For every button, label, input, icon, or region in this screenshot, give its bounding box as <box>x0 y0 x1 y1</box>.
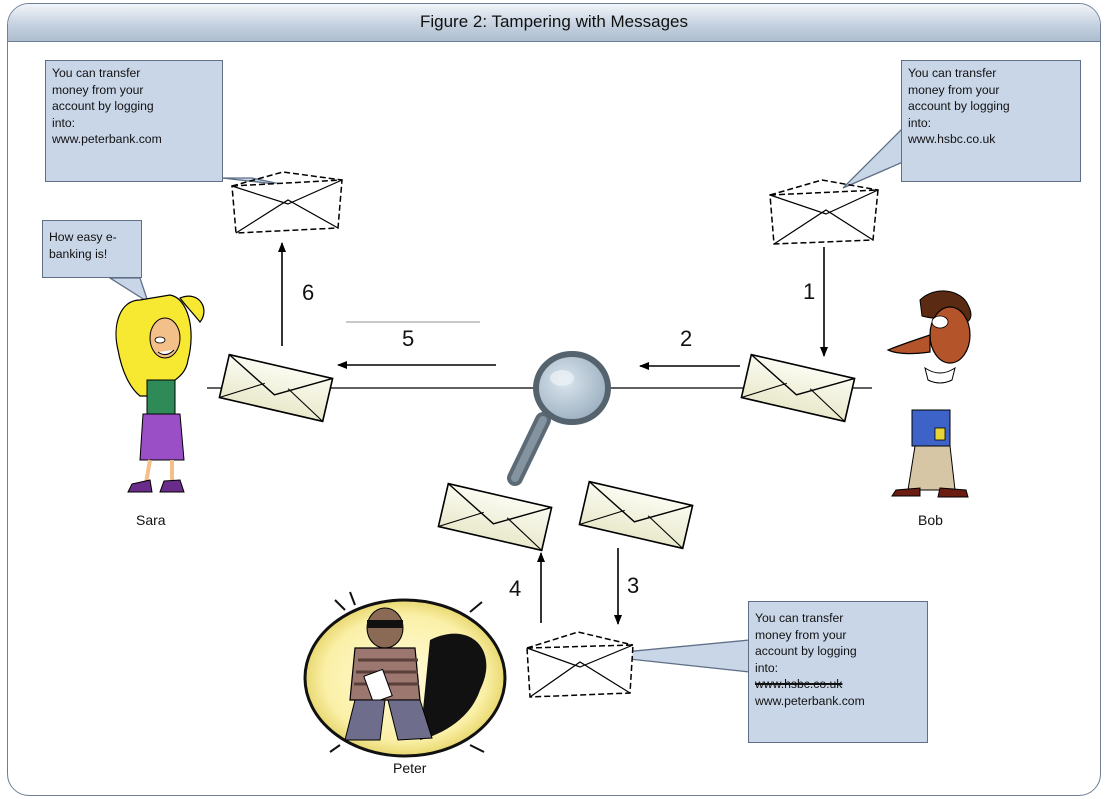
callout-line: You can transfer <box>755 611 844 625</box>
callout-sara-received: You can transfer money from your account… <box>45 60 223 182</box>
struck-url: www.hsbc.co.uk <box>755 677 843 691</box>
envelope-icon-return <box>437 482 553 552</box>
callout-line: money from your <box>52 82 144 97</box>
step-label-6: 6 <box>302 280 315 305</box>
step-label-2: 2 <box>680 326 693 351</box>
callout-line: How easy e- <box>49 230 117 244</box>
callout-line: www.hsbc.co.uk <box>908 132 996 146</box>
envelope-icon-bob-channel <box>740 353 856 423</box>
callout-sara-speech: How easy e- banking is! <box>42 220 142 278</box>
envelope-icon-bob-original <box>769 179 879 245</box>
callout-line: You can transfer <box>52 66 141 80</box>
person-label-bob: Bob <box>918 512 943 528</box>
person-label-peter: Peter <box>393 760 427 776</box>
envelope-icon-sara-received <box>231 171 343 234</box>
callout-line: money from your <box>755 627 847 642</box>
callout-line: into: <box>52 115 76 130</box>
figure-header: Figure 2: Tampering with Messages <box>8 4 1100 42</box>
person-label-sara: Sara <box>136 512 166 528</box>
callout-line: banking is! <box>49 246 108 261</box>
bob-figure-icon <box>886 290 972 498</box>
magnifying-glass-icon <box>507 351 611 486</box>
envelope-icon-sara-channel <box>218 353 334 423</box>
callout-line: into: <box>908 115 932 130</box>
callout-pointer-sara-speech <box>107 277 150 304</box>
replacement-url: www.peterbank.com <box>755 693 865 708</box>
step-label-5: 5 <box>402 326 415 351</box>
step-label-4: 4 <box>509 576 522 601</box>
callout-line: account by logging <box>52 99 154 113</box>
callout-line: You can transfer <box>908 66 997 80</box>
sara-figure-icon <box>115 294 205 493</box>
callout-line: account by logging <box>755 644 857 658</box>
callout-line: into: <box>755 660 779 675</box>
callout-line: money from your <box>908 82 1000 97</box>
step-label-1: 1 <box>803 279 816 304</box>
callout-peter-tampered: You can transfer money from your account… <box>748 601 928 743</box>
step-label-3: 3 <box>627 573 640 598</box>
callout-pointer-bob <box>842 126 904 189</box>
figure-title: Figure 2: Tampering with Messages <box>419 12 689 31</box>
callout-line: www.peterbank.com <box>52 132 162 146</box>
peter-figure-icon <box>303 591 507 758</box>
envelope-icon-intercepted <box>578 480 694 550</box>
callout-bob-original: You can transfer money from your account… <box>901 60 1081 182</box>
envelope-icon-peter <box>526 631 634 698</box>
callout-line: account by logging <box>908 99 1010 113</box>
